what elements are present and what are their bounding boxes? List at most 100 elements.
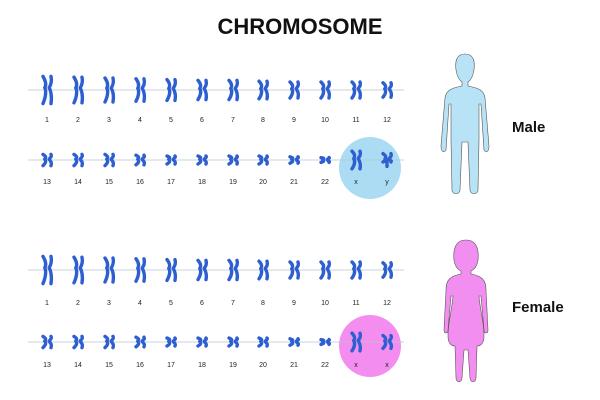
chromosome-number-label: 5 bbox=[169, 300, 173, 307]
chromosome-number-label: 13 bbox=[43, 362, 51, 369]
chromosome-number-label: 13 bbox=[43, 179, 51, 186]
chromosome bbox=[165, 154, 178, 166]
chromosome-number-label: y bbox=[385, 179, 389, 186]
chromosome bbox=[381, 261, 394, 279]
chromosome bbox=[227, 78, 240, 102]
chromosome-number-label: 12 bbox=[383, 300, 391, 307]
chromosome bbox=[165, 257, 178, 283]
chromosome-number-label: x bbox=[354, 179, 358, 186]
chromosome-number-label: 3 bbox=[107, 117, 111, 124]
chromosome bbox=[72, 255, 85, 285]
diagram-title: CHROMOSOME bbox=[218, 14, 383, 39]
chromosome bbox=[257, 259, 270, 281]
chromosome-number-label: 11 bbox=[352, 117, 359, 124]
chromosome bbox=[134, 77, 147, 103]
chromosome-number-label: 7 bbox=[231, 117, 235, 124]
chromosome bbox=[257, 336, 270, 348]
chromosome-number-label: 15 bbox=[105, 179, 113, 186]
male-silhouette-icon bbox=[440, 53, 490, 195]
chromosome bbox=[103, 334, 116, 350]
female-silhouette-icon bbox=[443, 239, 489, 383]
chromosome bbox=[381, 333, 394, 351]
female-label: Female bbox=[512, 299, 564, 316]
chromosome bbox=[350, 260, 363, 280]
chromosome bbox=[227, 336, 240, 348]
chromosome-number-label: 22 bbox=[321, 179, 329, 186]
chromosome-number-label: x bbox=[354, 362, 358, 369]
chromosome bbox=[319, 155, 332, 165]
chromosome bbox=[103, 76, 116, 104]
chromosome-number-label: 11 bbox=[352, 300, 359, 307]
chromosome-number-label: 3 bbox=[107, 300, 111, 307]
chromosome-number-label: 14 bbox=[74, 362, 82, 369]
chromosome bbox=[103, 152, 116, 168]
chromosome-number-label: 6 bbox=[200, 117, 204, 124]
chromosome bbox=[41, 254, 54, 286]
chromosome-number-label: x bbox=[385, 362, 389, 369]
chromosome-number-label: 7 bbox=[231, 300, 235, 307]
chromosome-number-label: 17 bbox=[167, 179, 175, 186]
chromosome bbox=[350, 331, 363, 353]
chromosome-number-label: 5 bbox=[169, 117, 173, 124]
chromosome bbox=[103, 256, 116, 284]
chromosome bbox=[288, 260, 301, 280]
chromosome-number-label: 2 bbox=[76, 300, 80, 307]
chromosome bbox=[257, 154, 270, 166]
male-sex-chromosome-highlight bbox=[339, 137, 401, 199]
female-sex-chromosome-highlight bbox=[339, 315, 401, 377]
chromosome bbox=[196, 336, 209, 348]
chromosome-number-label: 19 bbox=[229, 179, 237, 186]
chromosome bbox=[196, 258, 209, 282]
chromosome bbox=[227, 258, 240, 282]
chromosome bbox=[319, 80, 332, 100]
chromosome-number-label: 17 bbox=[167, 362, 175, 369]
chromosome bbox=[134, 153, 147, 167]
chromosome-number-label: 9 bbox=[292, 117, 296, 124]
chromosome-number-label: 15 bbox=[105, 362, 113, 369]
chromosome-number-label: 21 bbox=[290, 362, 298, 369]
chromosome bbox=[134, 335, 147, 349]
chromosome bbox=[196, 78, 209, 102]
chromosome bbox=[165, 336, 178, 348]
chromosome bbox=[72, 75, 85, 105]
chromosome-number-label: 10 bbox=[321, 117, 329, 124]
chromosome bbox=[72, 152, 85, 168]
chromosome bbox=[196, 154, 209, 166]
chromosome-number-label: 16 bbox=[136, 179, 144, 186]
chromosome bbox=[227, 154, 240, 166]
chromosome-number-label: 18 bbox=[198, 362, 206, 369]
male-label: Male bbox=[512, 119, 545, 136]
chromosome-number-label: 16 bbox=[136, 362, 144, 369]
chromosome bbox=[72, 334, 85, 350]
chromosome bbox=[41, 74, 54, 106]
chromosome-number-label: 8 bbox=[261, 117, 265, 124]
chromosome bbox=[41, 152, 54, 168]
chromosome bbox=[350, 80, 363, 100]
chromosome bbox=[319, 337, 332, 347]
chromosome bbox=[41, 334, 54, 350]
chromosome-number-label: 20 bbox=[259, 362, 267, 369]
chromosome-number-label: 14 bbox=[74, 179, 82, 186]
chromosome-number-label: 1 bbox=[45, 117, 49, 124]
chromosome bbox=[165, 77, 178, 103]
chromosome-number-label: 19 bbox=[229, 362, 237, 369]
chromosome bbox=[257, 79, 270, 101]
chromosome bbox=[288, 155, 301, 165]
chromosome bbox=[134, 257, 147, 283]
chromosome-number-label: 4 bbox=[138, 117, 142, 124]
chromosome bbox=[288, 337, 301, 347]
chromosome-number-label: 1 bbox=[45, 300, 49, 307]
chromosome-number-label: 4 bbox=[138, 300, 142, 307]
y-chromosome bbox=[381, 151, 394, 169]
chromosome bbox=[288, 80, 301, 100]
chromosome-number-label: 18 bbox=[198, 179, 206, 186]
chromosome-number-label: 9 bbox=[292, 300, 296, 307]
chromosome-number-label: 21 bbox=[290, 179, 298, 186]
chromosome bbox=[350, 149, 363, 171]
